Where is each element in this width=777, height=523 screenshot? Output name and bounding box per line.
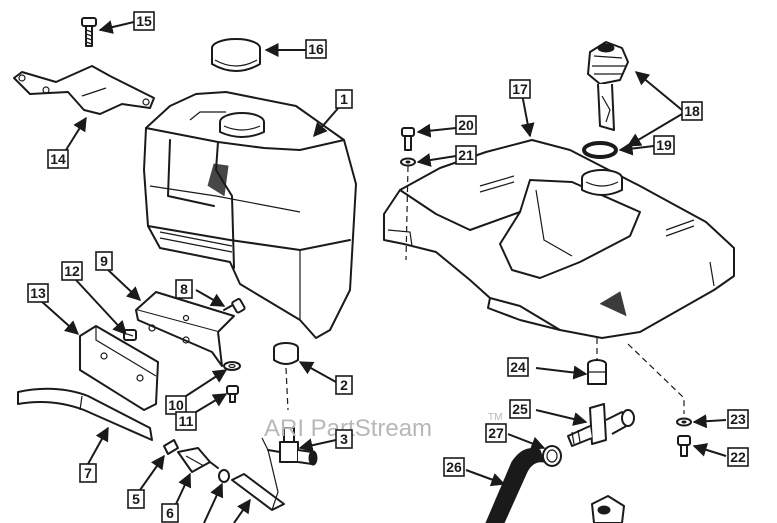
callout-11-label: 11 [179,413,194,429]
part-5-clamp [163,439,179,455]
callout-25: 25 [509,399,531,419]
part-6-fuel-filter [177,447,219,473]
callout-7: 7 [79,463,97,483]
callout-15-label: 15 [136,13,152,29]
callout-14: 14 [47,149,69,169]
callout-arrows [39,20,727,523]
callout-11: 11 [175,411,197,431]
callout-5: 5 [127,489,145,509]
callout-24: 24 [507,357,529,377]
part-20-bolt [401,127,415,151]
callout-22: 22 [727,447,749,467]
part-21-washer [400,157,416,167]
part-10-washer [223,361,241,371]
part-25-tee-fitting [567,403,635,447]
callout-6: 6 [161,503,179,523]
callout-18: 18 [681,101,703,121]
callout-17: 17 [509,79,531,99]
part-7-fuel-hose [17,387,153,441]
part-27-clamp [542,445,562,467]
callout-27-label: 27 [488,425,504,441]
callout-22-label: 22 [730,449,746,465]
part-16-cap [211,38,261,72]
callout-26-label: 26 [446,459,462,475]
part-hose-section [231,473,285,511]
callout-26: 26 [443,457,465,477]
part-15-bolt [81,17,97,47]
callout-1: 1 [335,89,353,109]
callout-24-label: 24 [510,359,526,375]
callout-20: 20 [455,115,477,135]
callout-12-label: 12 [64,263,80,279]
callout-27: 27 [485,423,507,443]
part-23-washer [676,417,692,427]
part-12-screw [123,329,137,341]
part-14-bracket [13,65,155,115]
callout-6-label: 6 [166,505,174,521]
callout-16-label: 16 [308,41,324,57]
part-13-plate [79,325,159,411]
callout-25-label: 25 [512,401,528,417]
callout-14-label: 14 [50,151,66,167]
part-24-fitting [587,338,607,385]
screw-alignment-line [627,343,685,414]
callout-2-label: 2 [340,377,348,393]
callout-13: 13 [27,283,49,303]
callout-21: 21 [455,145,477,165]
part-19-gasket [582,141,618,159]
part-22-screw [677,435,691,457]
callout-21-label: 21 [458,147,474,163]
callout-23: 23 [727,409,749,429]
part-bottom-fitting [591,495,625,523]
callout-16: 16 [305,39,327,59]
bolt-alignment-line [405,165,409,261]
part-clamp-right [218,469,230,483]
callout-7-label: 7 [84,465,92,481]
callout-23-label: 23 [730,411,746,427]
watermark-trademark: TM [488,412,502,423]
callout-9-label: 9 [100,253,108,269]
callout-3: 3 [335,429,353,449]
callout-12: 12 [61,261,83,281]
part-11-screw [226,385,239,403]
callout-8: 8 [175,279,193,299]
callout-13-label: 13 [30,285,46,301]
part-9-bracket [135,291,235,367]
part-18-gauge-cap [587,41,629,131]
part-3-shutoff-valve [267,427,318,466]
callout-15: 15 [133,11,155,31]
callout-2: 2 [335,375,353,395]
callout-18-label: 18 [684,103,700,119]
callout-10-label: 10 [168,397,184,413]
callout-19-label: 19 [656,137,672,153]
hose-routing-line [261,437,279,511]
callout-3-label: 3 [340,431,348,447]
part-26-hose [485,448,545,523]
part-2-grommet [273,342,299,411]
callout-19: 19 [653,135,675,155]
callout-1-label: 1 [340,91,348,107]
part-8-screw [223,298,246,314]
callout-5-label: 5 [132,491,140,507]
part-17-fuel-tank [383,139,735,339]
callout-8-label: 8 [180,281,188,297]
callout-17-label: 17 [512,81,528,97]
callout-9: 9 [95,251,113,271]
part-1-fuel-tank [143,91,357,339]
callout-20-label: 20 [458,117,474,133]
